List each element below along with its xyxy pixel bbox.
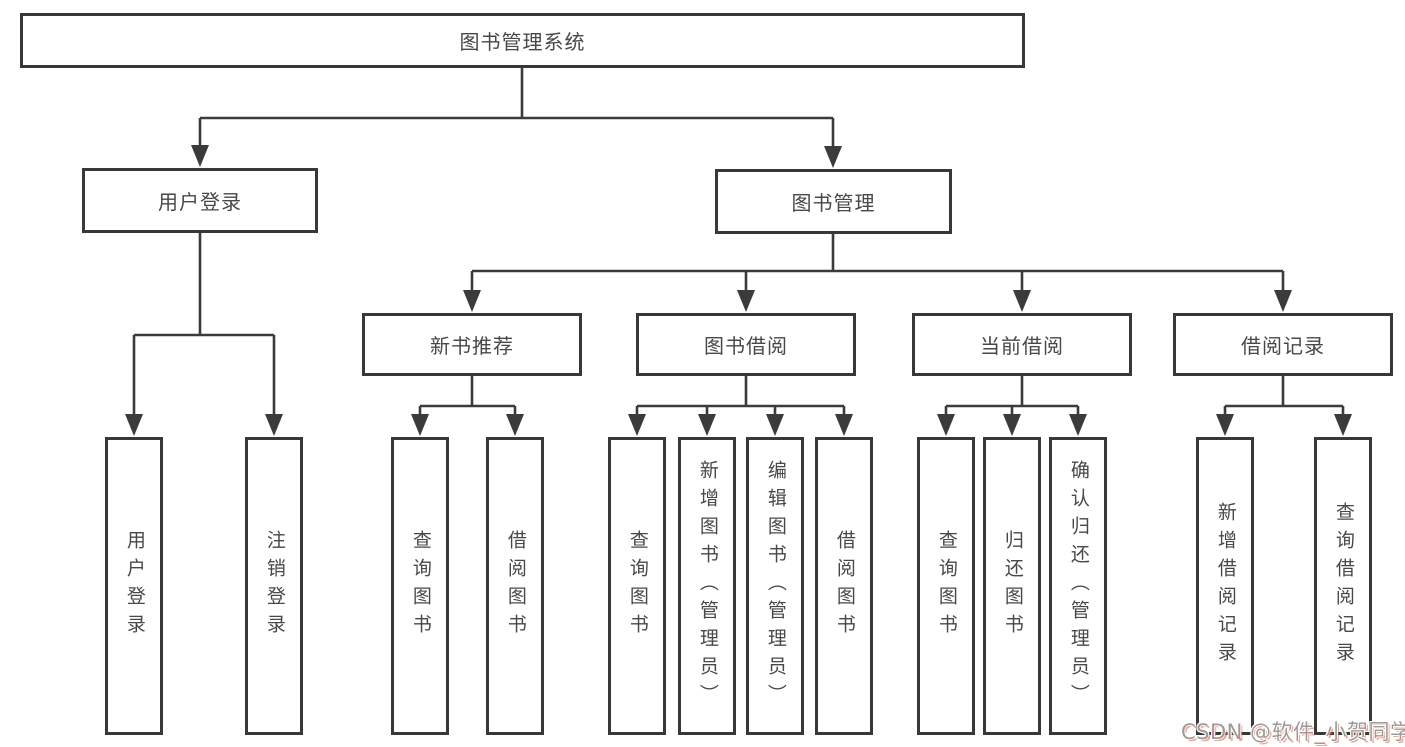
node-new-book-recommend: 新书推荐: [362, 313, 582, 376]
leaf-user-login-label: 用户登录: [123, 530, 146, 642]
node-user-login-label: 用户登录: [158, 190, 242, 214]
leaf-user-login: 用户登录: [105, 437, 163, 735]
node-library-system: 图书管理系统: [20, 13, 1025, 68]
leaf-edit-book-admin-label: 编辑图书（管理员）: [764, 460, 787, 712]
node-book-borrow-label: 图书借阅: [704, 334, 788, 358]
leaf-query-borrow-record-label: 查询借阅记录: [1332, 502, 1355, 670]
leaf-query-borrow-record: 查询借阅记录: [1314, 437, 1372, 735]
leaf-confirm-return-admin-label: 确认归还（管理员）: [1067, 460, 1090, 712]
node-book-borrow: 图书借阅: [636, 313, 856, 376]
node-book-management: 图书管理: [715, 169, 952, 234]
leaf-borrow-books: 借阅图书: [815, 437, 873, 735]
leaf-add-borrow-record-label: 新增借阅记录: [1214, 502, 1237, 670]
leaf-return-books-label: 归还图书: [1001, 530, 1024, 642]
node-new-book-recommend-label: 新书推荐: [430, 334, 514, 358]
leaf-query-books-borrow-label: 查询图书: [626, 530, 649, 642]
node-book-management-label: 图书管理: [791, 191, 876, 215]
leaf-query-books-recommend: 查询图书: [391, 437, 449, 735]
leaf-borrow-books-recommend-label: 借阅图书: [504, 530, 527, 642]
node-current-borrow-label: 当前借阅: [980, 334, 1064, 358]
node-library-system-label: 图书管理系统: [459, 30, 586, 54]
leaf-add-book-admin-label: 新增图书（管理员）: [696, 460, 719, 712]
csdn-watermark: CSDN @软件_小贺同学: [1181, 720, 1405, 744]
leaf-query-books-current-label: 查询图书: [935, 530, 958, 642]
leaf-confirm-return-admin: 确认归还（管理员）: [1049, 437, 1107, 735]
leaf-add-borrow-record: 新增借阅记录: [1196, 437, 1254, 735]
leaf-query-books-recommend-label: 查询图书: [409, 530, 432, 642]
node-borrow-records: 借阅记录: [1173, 313, 1393, 376]
node-current-borrow: 当前借阅: [912, 313, 1132, 376]
leaf-query-books-borrow: 查询图书: [608, 437, 666, 735]
leaf-edit-book-admin: 编辑图书（管理员）: [746, 437, 804, 735]
node-user-login: 用户登录: [82, 168, 318, 233]
leaf-borrow-books-recommend: 借阅图书: [486, 437, 544, 735]
node-borrow-records-label: 借阅记录: [1241, 334, 1325, 358]
leaf-return-books: 归还图书: [983, 437, 1041, 735]
leaf-logout: 注销登录: [245, 437, 303, 735]
leaf-query-books-current: 查询图书: [917, 437, 975, 735]
leaf-borrow-books-label: 借阅图书: [833, 530, 856, 642]
leaf-add-book-admin: 新增图书（管理员）: [678, 437, 736, 735]
leaf-logout-label: 注销登录: [263, 530, 286, 642]
